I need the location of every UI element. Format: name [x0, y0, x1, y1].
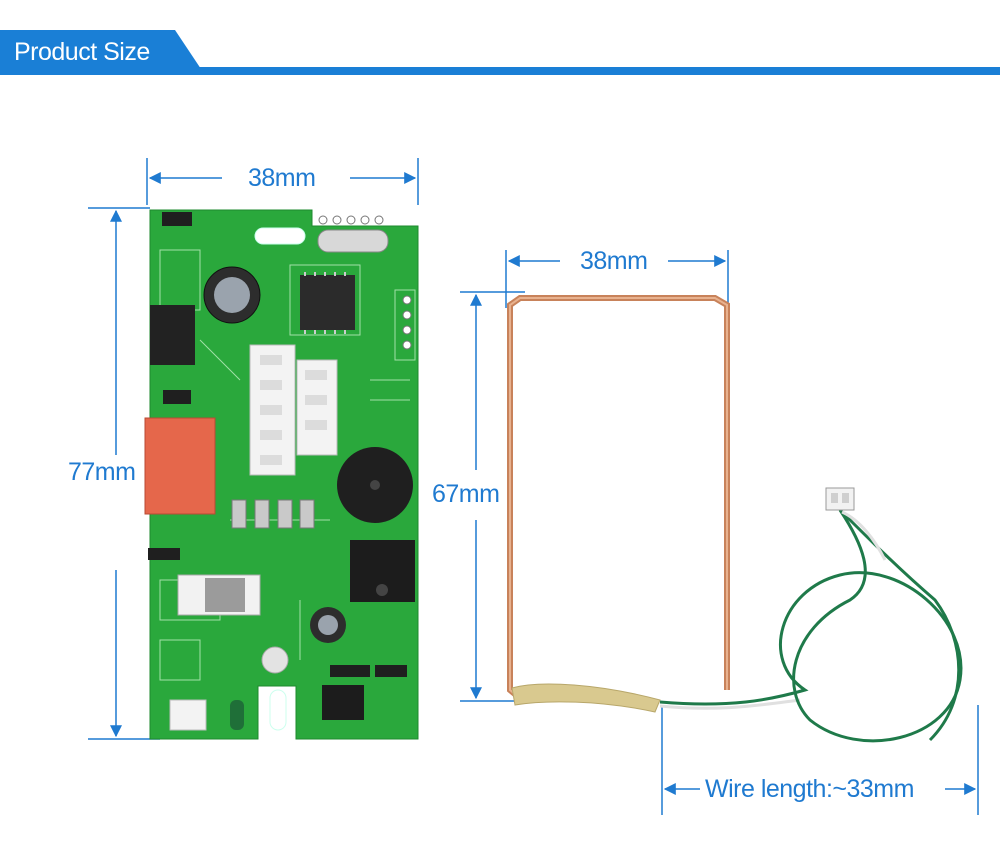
wire-length-label: Wire length:~33mm — [705, 775, 914, 803]
antenna-height-dimension — [460, 291, 530, 702]
board-height-dimension — [88, 207, 160, 740]
board-width-label: 38mm — [248, 164, 316, 192]
header-bar — [0, 67, 1000, 75]
pcb-board — [144, 209, 419, 740]
antenna-height-label: 67mm — [432, 480, 500, 508]
page-title: Product Size — [14, 38, 150, 66]
board-width-dimension — [146, 158, 419, 205]
antenna-width-label: 38mm — [580, 247, 648, 275]
antenna-width-dimension — [505, 250, 729, 308]
wire-length-dimension — [661, 705, 979, 815]
antenna-coil — [507, 295, 963, 743]
board-height-label: 77mm — [68, 458, 136, 486]
